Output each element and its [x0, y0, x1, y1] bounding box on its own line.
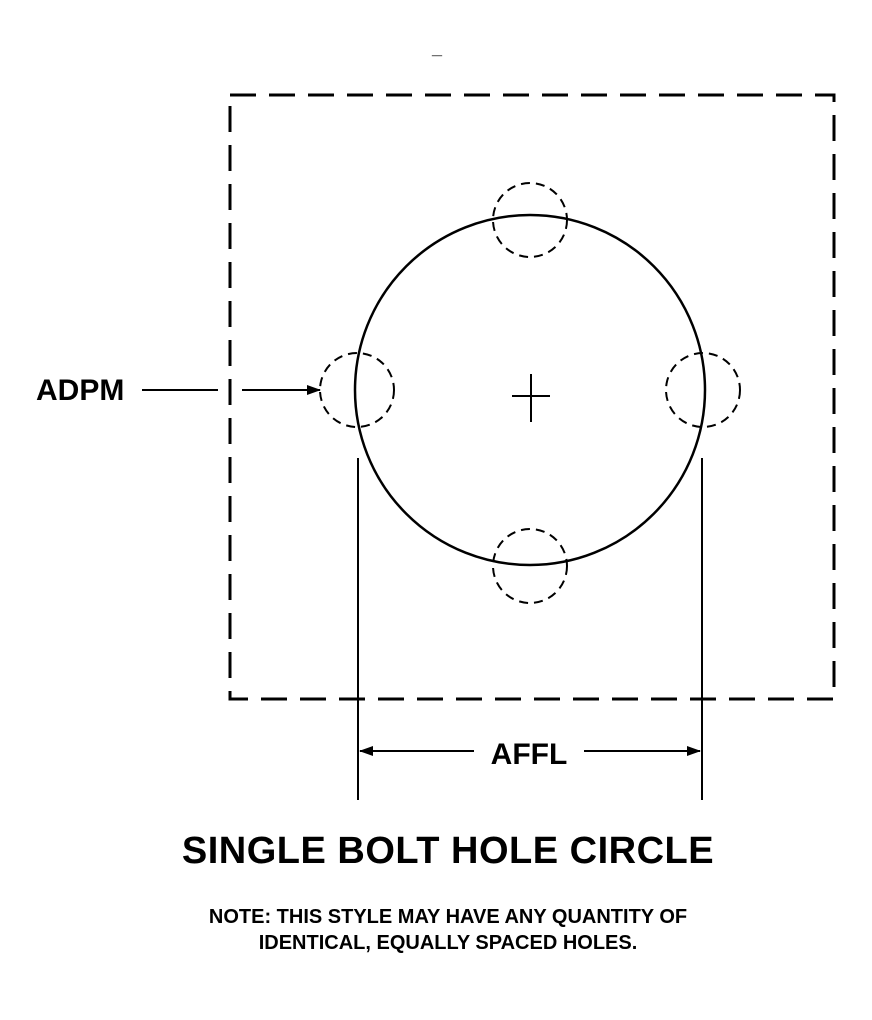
bolt-hole-bottom: [492, 528, 568, 604]
bolt-hole-right: [665, 352, 741, 428]
bolt-circle: [353, 213, 707, 567]
bolt-hole-left: [319, 352, 395, 428]
bolt-hole-top: [492, 182, 568, 258]
hole-diameter-label: ADPM: [36, 374, 124, 407]
drawing-title: SINGLE BOLT HOLE CIRCLE: [181, 830, 715, 872]
top-mark: _: [431, 38, 443, 58]
note-line-1: NOTE: THIS STYLE MAY HAVE ANY QUANTITY O…: [208, 906, 688, 928]
flange-outline: [228, 93, 836, 701]
note-line-2: IDENTICAL, EQUALLY SPACED HOLES.: [258, 932, 638, 954]
bolt-circle-diameter-label: AFFL: [491, 738, 568, 771]
drawing-note: NOTE: THIS STYLE MAY HAVE ANY QUANTITY O…: [0, 904, 872, 956]
